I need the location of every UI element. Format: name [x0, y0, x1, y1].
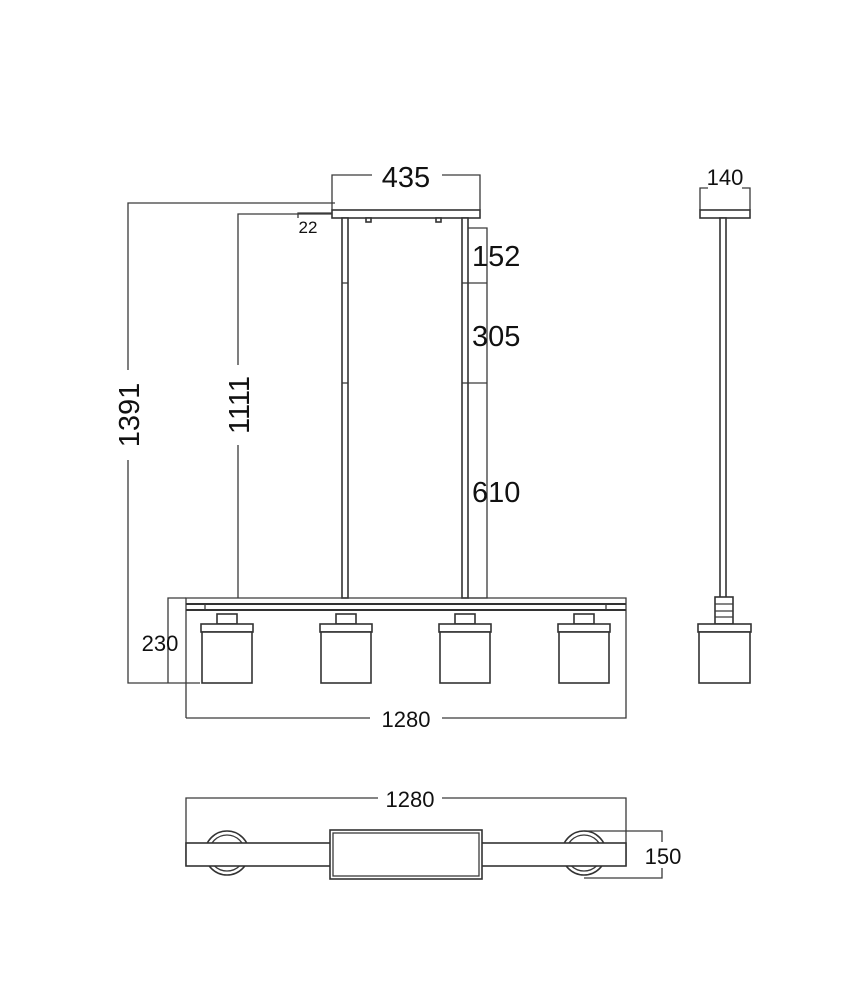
dim-canopy-height: 22: [299, 218, 318, 237]
dim-box-length: [185, 597, 627, 719]
canopy-plate: [331, 209, 481, 219]
label-bg: [114, 370, 142, 460]
shade-3: [438, 613, 492, 684]
side-shade: [698, 631, 751, 684]
top-canopy: [329, 829, 483, 880]
dim-line-canopy-width: [331, 174, 372, 210]
dim-canopy-depth: 140: [707, 165, 744, 190]
dim-top-width: 150: [645, 844, 682, 869]
dim-rod-segment-2: 305: [472, 321, 520, 353]
dim-line-canopy-height: [297, 212, 332, 218]
top-canopy-inner: [332, 832, 480, 877]
dim-overall-height: 1391: [114, 383, 146, 448]
label-bg: [640, 842, 685, 868]
dim-line-canopy-width: [442, 174, 481, 210]
dim-line-canopy-depth: [699, 187, 708, 210]
dim-body-height: 230: [142, 631, 179, 656]
dim-canopy-width: 435: [382, 162, 430, 194]
dim-top-length: 1280: [386, 787, 435, 812]
shade-1: [200, 613, 254, 684]
canopy-screw: [435, 217, 442, 223]
suspension-rod-right: [461, 217, 469, 599]
shade-4: [557, 613, 611, 684]
dim-line-canopy-depth: [742, 187, 751, 210]
side-rod: [719, 217, 727, 599]
front-view: 435 22 152 305 610 1391 1111: [114, 162, 627, 732]
dim-line-body-height: [167, 597, 186, 683]
side-shade-cap: [697, 623, 752, 633]
dim-length: 1280: [382, 707, 431, 732]
side-view: 140: [697, 165, 752, 684]
dim-rod-segment-1: 152: [472, 241, 520, 273]
dim-rod-segment-3: 610: [472, 477, 520, 509]
label-bg: [224, 365, 252, 445]
top-view: 1280 150: [185, 787, 685, 880]
suspension-rod-left: [341, 217, 349, 599]
dim-rod-height: 1111: [224, 376, 256, 434]
canopy-screw: [365, 217, 372, 223]
side-canopy: [699, 209, 751, 219]
shade-2: [319, 613, 373, 684]
dim-line-rod-height: [237, 213, 332, 598]
